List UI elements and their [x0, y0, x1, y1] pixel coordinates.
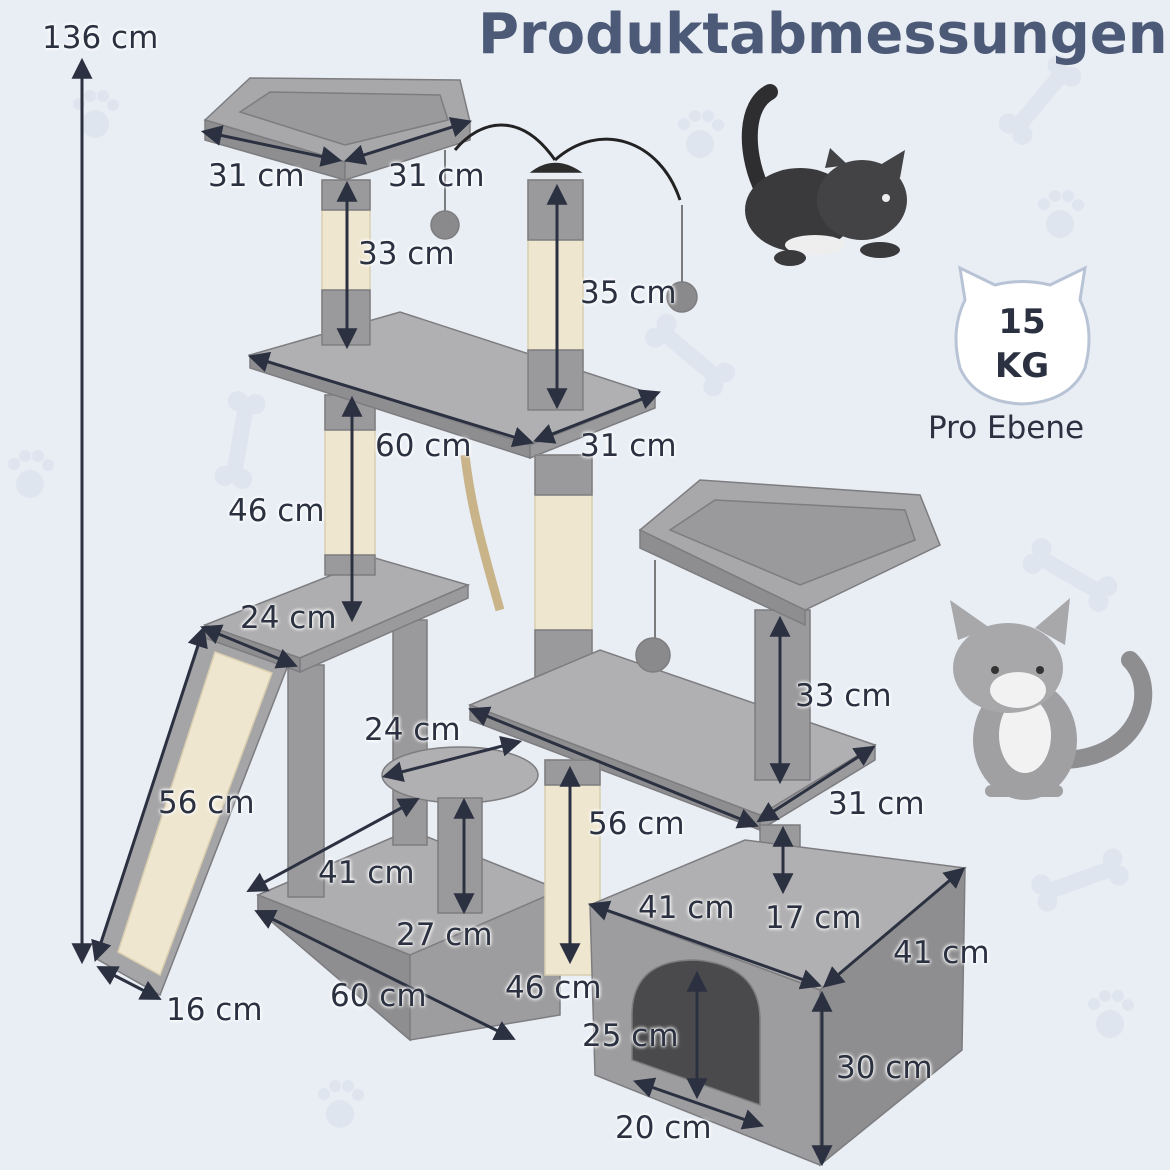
dim-upper-platform-length: 60 cm — [375, 428, 472, 464]
dim-toy-post: 35 cm — [580, 275, 677, 311]
tabby-cat-illustration — [950, 598, 1153, 800]
dim-round-post: 27 cm — [396, 917, 493, 953]
dim-ramp-width: 16 cm — [166, 992, 263, 1028]
dim-box-height: 30 cm — [836, 1050, 933, 1086]
dim-ramp-length: 56 cm — [158, 785, 255, 821]
page-title: Produktabmessungen — [478, 2, 1168, 67]
dim-round-step: 24 cm — [364, 712, 461, 748]
dim-door-height: 25 cm — [582, 1018, 679, 1054]
dim-total-height: 136 cm — [42, 20, 159, 56]
dim-left-step: 24 cm — [240, 600, 337, 636]
dim-middle-post: 46 cm — [228, 493, 325, 529]
background-pattern — [8, 55, 1134, 1128]
dim-door-width: 20 cm — [615, 1110, 712, 1146]
weight-unit: KG — [994, 346, 1050, 386]
dim-right-bed-post: 33 cm — [795, 678, 892, 714]
dim-top-post: 33 cm — [358, 236, 455, 272]
weight-caption: Pro Ebene — [928, 410, 1085, 446]
dim-front-post: 46 cm — [505, 970, 602, 1006]
dim-top-bed-left: 31 cm — [208, 158, 305, 194]
dimension-arrows — [71, 57, 966, 1167]
dim-base-diagonal: 41 cm — [318, 855, 415, 891]
dim-box-width: 41 cm — [638, 890, 735, 926]
rope — [460, 454, 505, 612]
dim-short-post: 17 cm — [765, 900, 862, 936]
black-cat-illustration — [741, 84, 907, 266]
dim-top-bed-right: 31 cm — [388, 158, 485, 194]
weight-badge-shape — [954, 265, 1091, 406]
dim-upper-platform-depth: 31 cm — [580, 428, 677, 464]
dim-right-platform-depth: 31 cm — [828, 786, 925, 822]
weight-value: 15 — [998, 302, 1046, 342]
weight-capacity-badge: 15 KG — [952, 276, 1092, 402]
dim-box-depth: 41 cm — [893, 935, 990, 971]
dim-right-platform-length: 56 cm — [588, 806, 685, 842]
dim-base-length: 60 cm — [330, 978, 427, 1014]
